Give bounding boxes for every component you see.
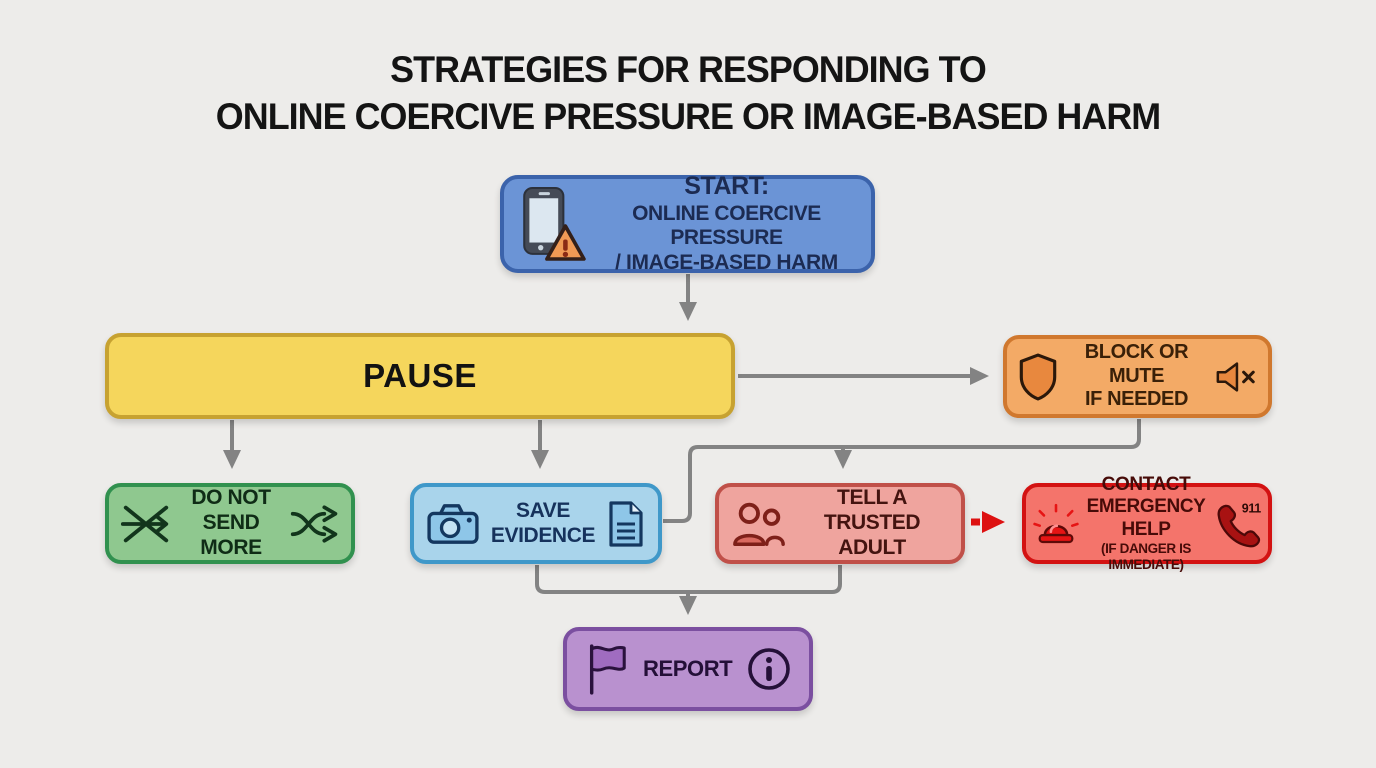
shield-icon <box>1017 353 1059 401</box>
title-line-2: ONLINE COERCIVE PRESSURE OR IMAGE-BASED … <box>215 96 1161 137</box>
emergency-label-line2: EMERGENCY HELP <box>1086 496 1206 540</box>
report-label: REPORT <box>643 656 733 682</box>
people-icon <box>731 501 787 547</box>
node-pause: PAUSE <box>105 333 735 419</box>
document-icon <box>606 499 646 549</box>
phone-warning-icon <box>516 184 586 264</box>
node-start: START: ONLINE COERCIVE PRESSURE / IMAGE-… <box>500 172 875 275</box>
tell-adult-label-line2: TRUSTED ADULT <box>823 511 921 559</box>
save-evidence-label-line2: EVIDENCE <box>490 523 596 547</box>
pause-label: PAUSE <box>363 356 477 394</box>
shuffle-icon <box>289 500 341 548</box>
start-label-line2: ONLINE COERCIVE PRESSURE <box>632 201 821 250</box>
flag-icon <box>585 642 629 696</box>
node-report: REPORT <box>563 627 813 711</box>
start-label-line3: / IMAGE-BASED HARM <box>615 251 838 275</box>
node-save-evidence: SAVE EVIDENCE <box>410 483 662 564</box>
tell-adult-label-line1: TELL A <box>837 486 907 510</box>
phone-911-icon: 911 <box>1212 500 1262 548</box>
node-do-not-send-more: DO NOT SEND MORE <box>105 483 355 564</box>
info-icon <box>746 646 792 692</box>
camera-icon <box>426 502 480 546</box>
emergency-label-line3: (IF DANGER IS IMMEDIATE) <box>1100 541 1192 573</box>
node-tell-trusted-adult: TELL A TRUSTED ADULT <box>715 483 965 564</box>
node-block-or-mute: BLOCK OR MUTE IF NEEDED <box>1003 335 1272 418</box>
start-label-line1: START: <box>684 172 769 201</box>
do-not-send-label-line2: SEND MORE <box>200 511 262 559</box>
save-evidence-label-line1: SAVE <box>515 498 571 522</box>
node-contact-emergency-help: CONTACT EMERGENCY HELP (IF DANGER IS IMM… <box>1022 474 1272 572</box>
siren-icon <box>1032 502 1080 546</box>
no-send-icon <box>119 497 173 551</box>
block-label-line2: IF NEEDED <box>1084 388 1189 411</box>
emergency-label-line1: CONTACT <box>1101 473 1191 495</box>
do-not-send-label-line1: DO NOT <box>191 486 271 510</box>
page-title: STRATEGIES FOR RESPONDING TO ONLINE COER… <box>0 46 1376 140</box>
speaker-mute-icon <box>1214 360 1258 394</box>
title-line-1: STRATEGIES FOR RESPONDING TO <box>390 49 987 90</box>
block-label-line1: BLOCK OR MUTE <box>1084 341 1189 387</box>
phone-911-badge: 911 <box>1242 501 1261 515</box>
